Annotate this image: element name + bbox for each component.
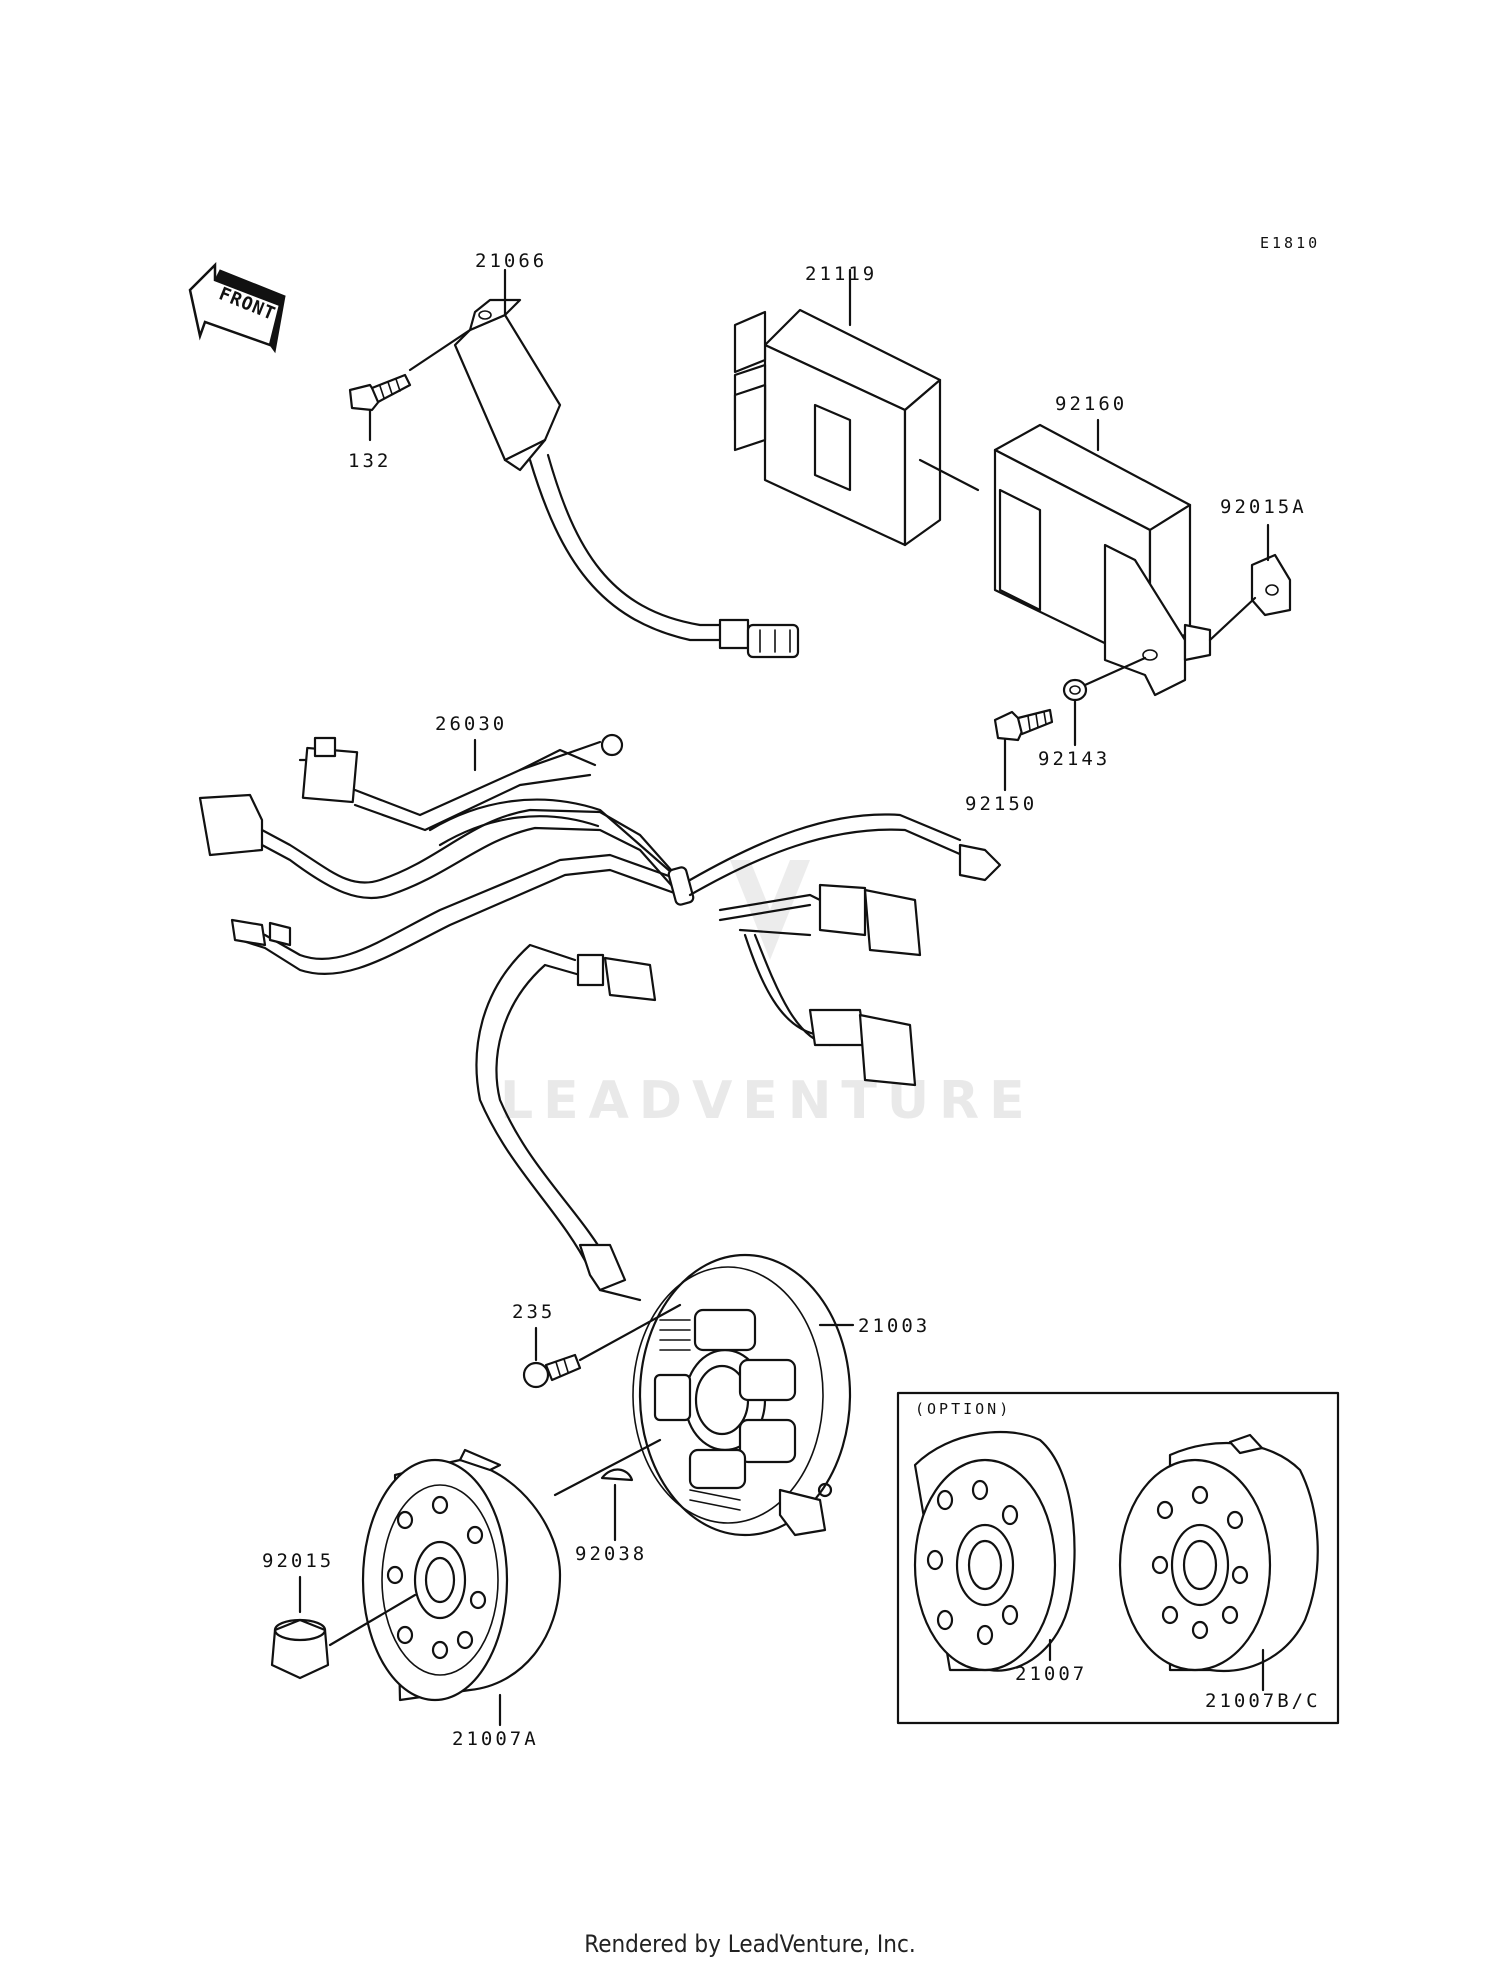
label-92160: 92160 bbox=[1055, 393, 1127, 415]
part-92015a-clamp bbox=[1250, 553, 1292, 617]
part-21119-ecu bbox=[733, 308, 942, 547]
part-21007-flywheel bbox=[913, 1430, 1076, 1672]
label-92150: 92150 bbox=[965, 793, 1037, 815]
part-21003-stator-wire bbox=[475, 943, 657, 1302]
label-21007a: 21007A bbox=[452, 1728, 539, 1750]
part-235-screw bbox=[522, 1353, 582, 1389]
leadventure-watermark: LEADVENTURE bbox=[500, 860, 1035, 1131]
label-26030: 26030 bbox=[435, 713, 507, 735]
label-235: 235 bbox=[512, 1301, 555, 1323]
label-92015a: 92015A bbox=[1220, 496, 1307, 518]
diagram-code: E1810 bbox=[1260, 234, 1320, 252]
part-26030-harness bbox=[198, 733, 1002, 1087]
front-arrow-icon: FRONT bbox=[188, 261, 286, 354]
label-132: 132 bbox=[348, 450, 391, 472]
part-92143-collar bbox=[1062, 678, 1088, 702]
part-92015-nut bbox=[270, 1618, 330, 1680]
label-21007bc: 21007B/C bbox=[1205, 1690, 1321, 1712]
label-92038: 92038 bbox=[575, 1543, 647, 1565]
part-21007a-flywheel bbox=[361, 1448, 562, 1702]
label-92143: 92143 bbox=[1038, 748, 1110, 770]
part-21007bc-flywheel bbox=[1118, 1433, 1319, 1672]
option-box bbox=[896, 1391, 1340, 1725]
label-21119: 21119 bbox=[805, 263, 877, 285]
option-box-title: (OPTION) bbox=[915, 1400, 1011, 1418]
label-92015: 92015 bbox=[262, 1550, 334, 1572]
part-21066-regulator bbox=[453, 298, 800, 659]
part-92038-key bbox=[600, 1468, 634, 1482]
label-21003: 21003 bbox=[858, 1315, 930, 1337]
watermark-text: LEADVENTURE bbox=[500, 1071, 1035, 1131]
label-21007: 21007 bbox=[1015, 1663, 1087, 1685]
part-92150-bolt bbox=[993, 708, 1054, 742]
part-21003-stator bbox=[632, 1253, 852, 1537]
label-21066: 21066 bbox=[475, 250, 547, 272]
footer-credit: Rendered by LeadVenture, Inc. bbox=[584, 1930, 916, 1958]
part-132-bolt bbox=[348, 373, 412, 412]
part-92160-cdi bbox=[993, 423, 1212, 697]
